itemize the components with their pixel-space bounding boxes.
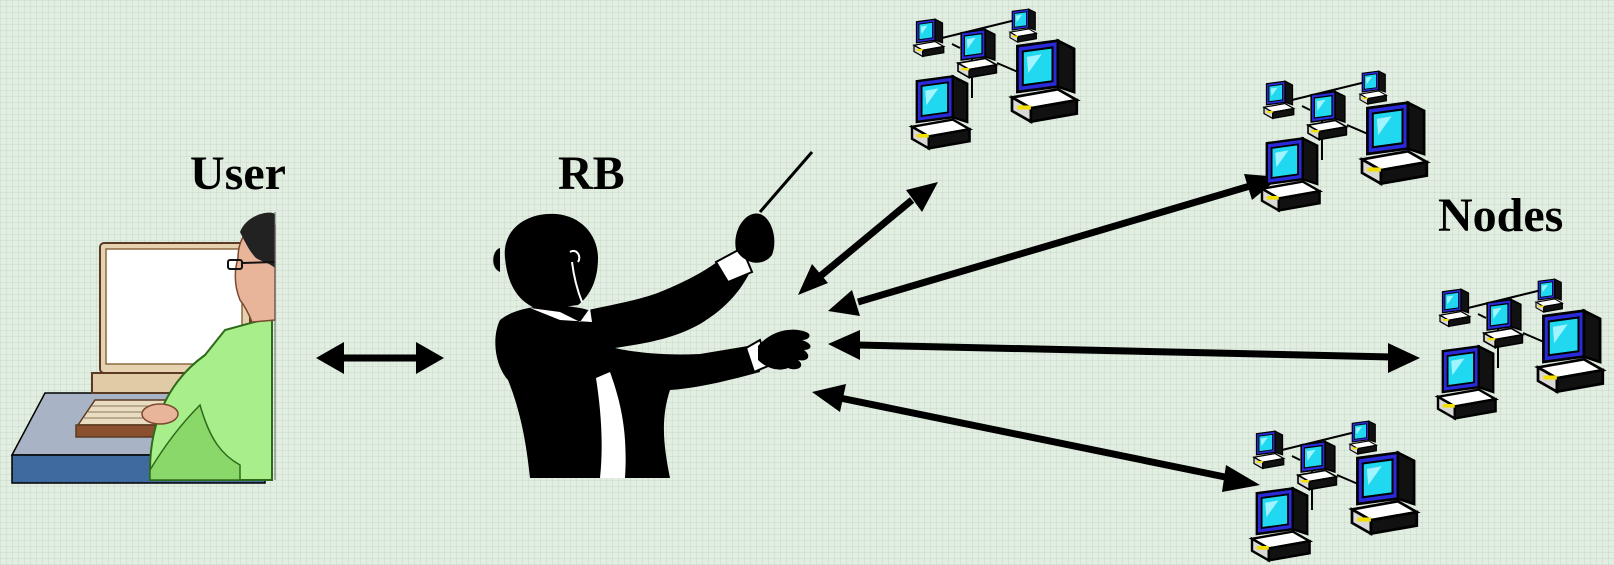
node-cluster-right (1438, 279, 1603, 418)
rb-node2-arrow (857, 182, 1251, 306)
conductor-silhouette-icon (493, 151, 814, 478)
rb-node1-arrow (815, 197, 915, 281)
node-cluster-bottom (1252, 421, 1417, 560)
nodes-label: Nodes (1438, 189, 1564, 242)
rb-label: RB (558, 147, 625, 200)
user-rb-arrow-head-right (416, 342, 444, 374)
rb-node3-arrow (857, 341, 1393, 361)
node-cluster-upper-right (1262, 71, 1427, 210)
rb-node4-arrow (839, 394, 1231, 482)
user-at-computer-icon (10, 212, 276, 484)
node-cluster-top (912, 9, 1077, 148)
user-rb-arrow-head-left (316, 342, 344, 374)
user-label: User (190, 147, 286, 200)
